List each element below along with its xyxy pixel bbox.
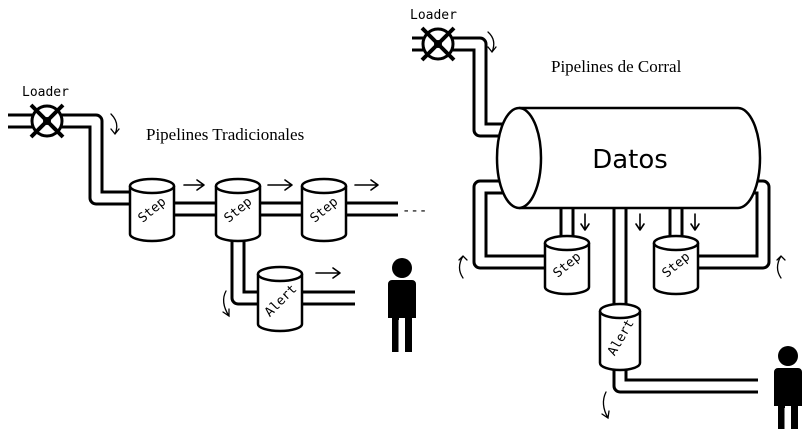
flow-arrow-icon [580,213,700,231]
swirl-arrow-icon [110,113,230,318]
right-step-2: Step [652,234,700,296]
data-tank: Datos [495,106,762,210]
left-title: Pipelines Tradicionales [146,125,304,144]
person-icon [773,345,802,429]
swirl-arrow-icon [458,31,786,420]
left-alert: Alert [256,265,304,333]
right-pipes [412,36,771,394]
data-tank-label: Datos [592,145,668,175]
flow-arrow-icon [183,179,379,279]
pipeline-continues-ellipsis: --- [402,203,427,219]
right-loader-label: Loader [410,8,457,23]
valve-wheel-icon [29,103,65,139]
left-loader-label: Loader [22,85,69,100]
traditional-pipelines: Loader Pipelines Tradicionales Step Step… [8,85,427,353]
left-step-3: Step [300,177,348,243]
right-step-1: Step [543,234,591,296]
right-title: Pipelines de Corral [551,57,682,76]
person-icon [387,257,417,353]
valve-wheel-icon [420,26,456,62]
left-step-1: Step [128,177,176,243]
right-alert: Alert [598,302,642,372]
left-step-2: Step [214,177,262,243]
corral-pipelines: Loader Pipelines de Corral Datos Step St… [410,8,802,429]
